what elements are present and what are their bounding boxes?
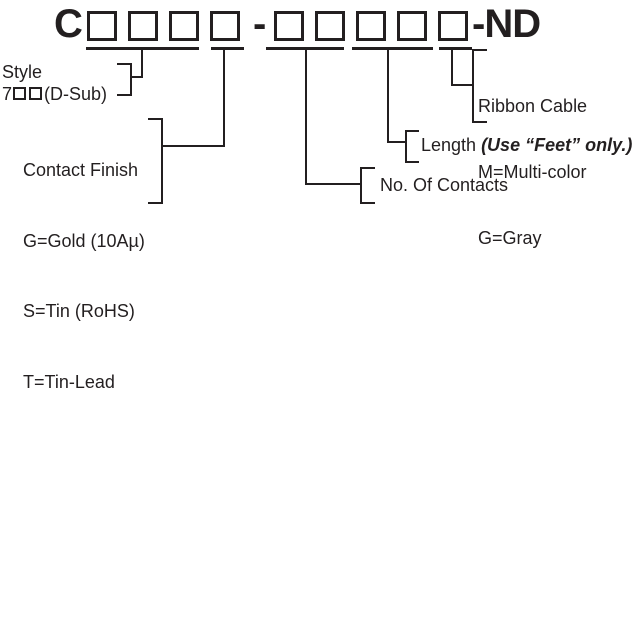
no-of-contacts-drop-line [305, 50, 307, 185]
blank-digit-box [315, 11, 345, 41]
ribbon-cable-bracket-arm-top [472, 49, 487, 51]
length-note: (Use “Feet” only.) [481, 135, 633, 155]
no-of-contacts-label: No. Of Contacts [380, 175, 509, 195]
blank-digit-box [169, 11, 199, 41]
blank-digit-box [438, 11, 468, 41]
contact-finish-option-tin: S=Tin (RoHS) [23, 301, 135, 321]
no-of-contacts-link-line [305, 183, 362, 185]
length-bracket-arm-top [405, 130, 419, 132]
blank-digit-box [210, 11, 240, 41]
part-number-suffix: -ND [472, 2, 541, 46]
length-link-line [387, 141, 407, 143]
style-bracket-arm-top [117, 63, 132, 65]
ribbon-cable-link-line [451, 84, 474, 86]
length-line: Length (Use “Feet” only.) [421, 134, 632, 156]
length-label: Length [421, 135, 482, 155]
blank-digit-box [29, 87, 43, 100]
length-bracket-spine [405, 130, 407, 163]
contact-finish-option-tinlead: T=Tin-Lead [23, 371, 115, 392]
contact-finish-link-line [161, 145, 225, 147]
style-link-line [130, 76, 143, 78]
underline-contact-finish [211, 47, 244, 50]
ribbon-cable-option-multicolor: M=Multi-color [478, 162, 587, 182]
no-of-contacts-bracket-spine [360, 167, 362, 204]
blank-digit-box [87, 11, 117, 41]
style-code-prefix: 7 [2, 84, 13, 104]
ribbon-cable-block: Ribbon Cable M=Multi-color G=Gray [478, 51, 587, 293]
ribbon-cable-drop-line [451, 50, 453, 86]
style-label: Style [2, 62, 43, 82]
blank-digit-box [397, 11, 427, 41]
no-of-contacts-bracket-arm-top [360, 167, 375, 169]
style-drop-line [141, 50, 143, 78]
digit-box-group-spec [274, 11, 468, 41]
ribbon-cable-bracket-arm-bottom [472, 121, 487, 123]
contact-finish-bracket-arm-top [148, 118, 163, 120]
style-code-suffix: (D-Sub) [44, 84, 108, 104]
part-number-separator: - [253, 2, 266, 46]
length-bracket-arm-bottom [405, 161, 419, 163]
ribbon-cable-bracket-spine [472, 49, 474, 123]
style-bracket-spine [130, 63, 132, 96]
ribbon-cable-option-gray: G=Gray [478, 228, 542, 248]
contact-finish-block: Contact Finish G=Gold (10Aµ) S=Tin (RoHS… [23, 112, 145, 441]
blank-digit-box [128, 11, 158, 41]
no-of-contacts-bracket-arm-bottom [360, 202, 375, 204]
blank-digit-box [13, 87, 27, 100]
contact-finish-option-gold: G=Gold (10Aµ) [23, 230, 145, 251]
style-code-boxes [12, 84, 44, 104]
contact-finish-bracket-spine [161, 118, 163, 204]
style-bracket-arm-bottom [117, 94, 132, 96]
underline-ribbon-cable [439, 47, 472, 50]
digit-box-group-style [87, 11, 240, 41]
contact-finish-drop-line [223, 50, 225, 147]
style-code-line: 7 (D-Sub) [2, 83, 107, 105]
blank-digit-box [356, 11, 386, 41]
length-drop-line [387, 50, 389, 143]
underline-style [86, 47, 199, 50]
underline-no-of-contacts [266, 47, 344, 50]
contact-finish-label: Contact Finish [23, 160, 139, 180]
ribbon-cable-label: Ribbon Cable [478, 96, 588, 116]
blank-digit-box [274, 11, 304, 41]
contact-finish-bracket-arm-bottom [148, 202, 163, 204]
part-number-prefix: C [54, 2, 83, 46]
underline-length [352, 47, 433, 50]
